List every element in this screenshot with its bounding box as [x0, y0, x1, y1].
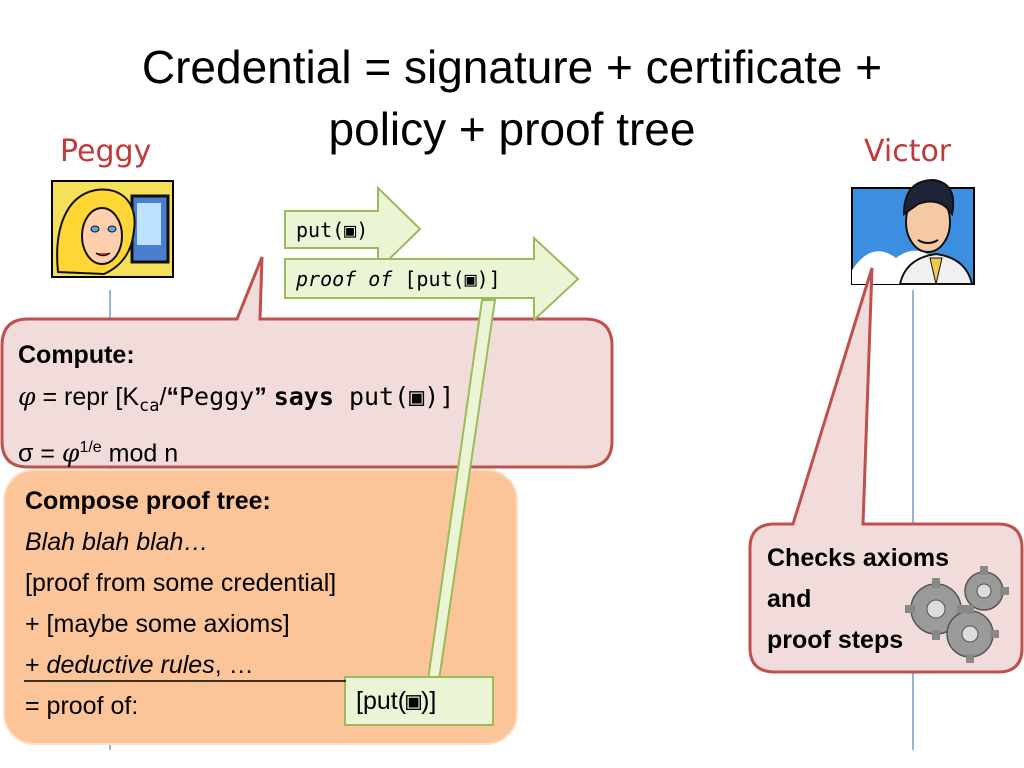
- title-line-1: Credential = signature + certificate +: [141, 41, 883, 93]
- proof-line-1: Blah blah blah…: [25, 528, 209, 556]
- proof-tree-text: Compose proof tree: Blah blah blah… [pro…: [25, 481, 505, 727]
- victor-line-1: Checks axioms: [767, 544, 950, 572]
- compute-line-2: σ = φ1/e mod n: [18, 438, 179, 468]
- slide-title: Credential = signature + certificate + p…: [0, 36, 1024, 160]
- proof-tree-box: [3, 469, 518, 745]
- proof-line-2: [proof from some credential]: [25, 569, 337, 597]
- proof-of-italic: proof of: [296, 267, 393, 291]
- victor-avatar-icon: [851, 178, 975, 285]
- proof-line-3: + [maybe some axioms]: [25, 610, 290, 638]
- compute-callout-shape: [0, 256, 614, 469]
- put-suffix: ): [356, 218, 369, 242]
- actor-label-victor: Victor: [864, 134, 952, 169]
- proof-result-text: [put(▣)]: [356, 686, 437, 715]
- put-message-label: put(▣): [296, 218, 368, 242]
- gears-icon: [905, 566, 1009, 663]
- file-icon: ▣: [464, 267, 477, 291]
- put-prefix: put(: [296, 218, 345, 242]
- compute-heading: Compute:: [18, 341, 135, 369]
- actor-label-peggy: Peggy: [60, 134, 152, 169]
- victor-callout-shape: [748, 267, 1024, 674]
- proof-of-message-label: proof of [put(▣)]: [296, 267, 501, 291]
- victor-line-2: and: [767, 585, 812, 613]
- proof-line-4: + deductive rules, …: [25, 651, 254, 679]
- compute-callout-text: Compute: φ = repr [Kca/“Peggy” says put(…: [18, 335, 608, 474]
- put-message-arrow: [284, 185, 422, 273]
- victor-callout-text: Checks axioms and proof steps: [767, 538, 949, 661]
- proof-of-prefix: [put(: [392, 267, 465, 291]
- proof-heading: Compose proof tree:: [25, 487, 271, 515]
- proof-of-suffix: )]: [476, 267, 501, 291]
- title-line-2: policy + proof tree: [328, 103, 696, 155]
- proof-of-message-arrow: [284, 235, 580, 323]
- victor-line-3: proof steps: [767, 626, 904, 654]
- file-icon: ▣: [409, 382, 425, 411]
- proof-line-5: = proof of:: [25, 692, 139, 720]
- compute-line-1: φ = repr [Kca/“Peggy” says put(▣)]: [18, 382, 455, 416]
- peggy-avatar-icon: [51, 180, 174, 278]
- file-icon: ▣: [406, 686, 422, 715]
- file-icon: ▣: [344, 218, 357, 242]
- proof-result-box: [344, 676, 494, 726]
